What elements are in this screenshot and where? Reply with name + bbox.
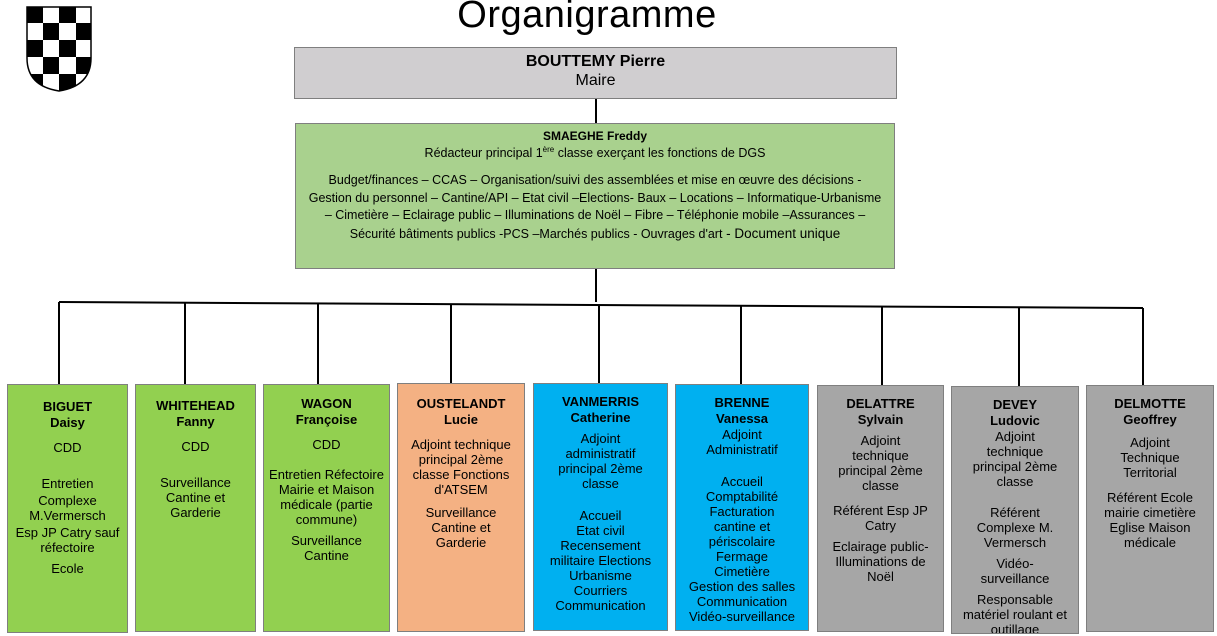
staff-box-oustelandt: OUSTELANDT Lucie Adjoint technique princ… <box>397 383 525 632</box>
staff-duty: Comptabilité <box>705 489 779 504</box>
staff-surname: DEVEY <box>992 397 1038 412</box>
maire-role: Maire <box>575 72 616 89</box>
staff-contract: CDD <box>181 439 210 454</box>
staff-duty: Vidéo-surveillance <box>689 609 795 624</box>
staff-box-whitehead: WHITEHEAD Fanny CDD Surveillance Cantine… <box>135 384 256 632</box>
staff-surname: BRENNE <box>714 395 770 410</box>
staff-surname: WAGON <box>301 396 352 411</box>
staff-firstname: Sylvain <box>857 412 904 427</box>
staff-firstname: Vanessa <box>715 411 769 426</box>
staff-firstname: Ludovic <box>990 413 1040 428</box>
dgs-title: Rédacteur principal 1ère classe exerçant… <box>424 145 766 161</box>
staff-duty: Accueil <box>721 474 763 489</box>
staff-duty: Courriers <box>573 583 628 598</box>
staff-duty: Entretien <box>41 476 94 491</box>
staff-box-brenne: BRENNE Vanessa Adjoint Administratif Acc… <box>675 384 809 631</box>
staff-contract: CDD <box>53 440 82 455</box>
staff-firstname: Lucie <box>444 412 478 427</box>
staff-box-biguet: BIGUET Daisy CDD Entretien Complexe M.Ve… <box>7 384 128 633</box>
staff-surname: DELATTRE <box>846 396 915 411</box>
coat-of-arms-logo <box>26 6 92 92</box>
staff-duty: Surveillance Cantine et Garderie <box>160 475 231 520</box>
staff-duty: Ecole <box>51 561 84 576</box>
staff-contract: CDD <box>312 437 341 452</box>
staff-duty: Accueil <box>579 508 622 523</box>
dgs-name: SMAEGHE Freddy <box>542 129 647 143</box>
dgs-missions: Budget/finances – CCAS – Organisation/su… <box>308 173 882 241</box>
staff-duty: Esp JP Catry sauf réfectoire <box>15 525 120 555</box>
staff-duty: Communication <box>555 598 646 613</box>
dgs-box: SMAEGHE Freddy Rédacteur principal 1ère … <box>295 123 895 269</box>
staff-surname: WHITEHEAD <box>156 398 235 413</box>
staff-duty: Communication <box>696 594 788 609</box>
staff-surname: VANMERRIS <box>561 394 640 409</box>
chart-title: Organigramme <box>457 0 717 36</box>
staff-box-vanmerris: VANMERRIS Catherine Adjoint administrati… <box>533 383 668 631</box>
staff-grade: Adjoint Technique Territorial <box>1120 435 1180 480</box>
staff-grade: Adjoint technique principal 2ème classe … <box>411 437 511 497</box>
staff-box-devey: DEVEY Ludovic Adjoint technique principa… <box>951 386 1079 634</box>
staff-grade: Adjoint technique principal 2ème classe <box>838 433 923 493</box>
staff-duty: Référent Ecole mairie cimetière Eglise M… <box>1104 490 1196 550</box>
staff-surname: OUSTELANDT <box>416 396 506 411</box>
staff-duty: Complexe M.Vermersch <box>29 493 106 523</box>
staff-duty: Urbanisme <box>569 568 632 583</box>
staff-box-delmotte: DELMOTTE Geoffrey Adjoint Technique Terr… <box>1086 385 1214 632</box>
staff-duty: Surveillance Cantine et Garderie <box>425 505 497 550</box>
staff-duty: Entretien Réfectoire Mairie et Maison mé… <box>269 467 384 527</box>
staff-duty: Etat civil <box>576 523 625 538</box>
staff-duty: Surveillance Cantine <box>291 533 362 563</box>
staff-duty: Référent Complexe M. Vermersch <box>976 505 1054 550</box>
staff-firstname: Geoffrey <box>1123 412 1177 427</box>
staff-surname: DELMOTTE <box>1114 396 1186 411</box>
staff-firstname: Daisy <box>50 415 85 430</box>
connector-horizontal-bar <box>58 301 1144 309</box>
staff-duty: Responsable matériel roulant et outillag… <box>962 592 1068 634</box>
staff-duty: Cimetière <box>714 564 770 579</box>
maire-box: BOUTTEMY Pierre Maire <box>294 47 897 99</box>
staff-grade: Adjoint technique principal 2ème classe <box>972 429 1058 489</box>
staff-box-wagon: WAGON Françoise CDD Entretien Réfectoire… <box>263 384 390 632</box>
staff-duty: Facturation cantine et périscolaire <box>708 504 776 549</box>
staff-duty: Fermage <box>715 549 769 564</box>
staff-firstname: Catherine <box>570 410 631 425</box>
staff-grade: Adjoint Administratif <box>706 427 778 457</box>
staff-grade: Adjoint administratif principal 2ème cla… <box>558 431 643 491</box>
maire-name: BOUTTEMY Pierre <box>525 53 666 70</box>
staff-firstname: Fanny <box>176 414 215 429</box>
staff-box-delattre: DELATTRE Sylvain Adjoint technique princ… <box>817 385 944 632</box>
staff-surname: BIGUET <box>42 399 93 414</box>
staff-duty: Vidéo-surveillance <box>980 556 1050 586</box>
staff-duty: Référent Esp JP Catry <box>833 503 928 533</box>
staff-firstname: Françoise <box>295 412 358 427</box>
staff-duty: Eclairage public-Illuminations de Noël <box>832 539 929 584</box>
staff-duty: Gestion des salles <box>688 579 796 594</box>
staff-duty: Recensement militaire Elections <box>549 538 652 568</box>
